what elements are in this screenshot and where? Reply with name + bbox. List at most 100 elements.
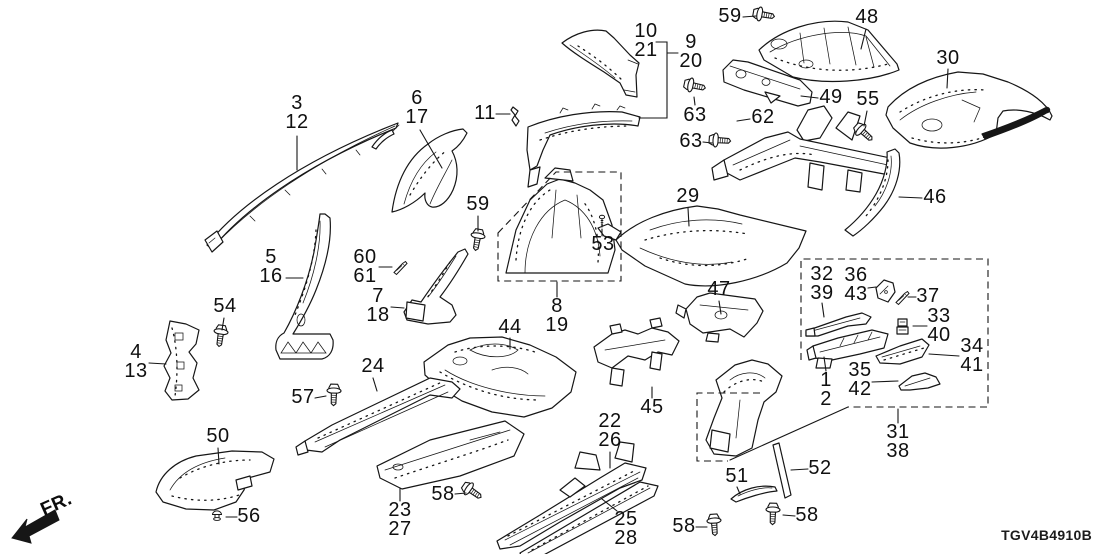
part-strap-51 [730,485,778,503]
callout-63-lower: 63 [679,131,702,151]
callout-number: 10 [634,20,658,42]
callout-number: 40 [927,324,951,346]
part-roof-rail-lower-9-20 [526,103,641,188]
clip-37-icon [895,291,910,305]
callout-number: 24 [361,355,385,377]
part-quarter-panel-6-17 [371,128,468,213]
callout-number: 16 [259,265,283,287]
callout-59-top: 59 [718,5,742,27]
callout-number: 42 [848,378,872,400]
callout-number: 31 [886,421,910,443]
part-garnish-34-41 [875,338,930,365]
callout-49: 49 [819,86,843,108]
bolt-57-icon [325,383,342,407]
callout-number: 53 [591,233,615,255]
callout-55: 55 [856,89,879,109]
callout-52: 52 [808,457,832,479]
part-rod-52 [772,442,792,499]
callout-46: 46 [923,187,946,207]
part-front-pillar-lower-4-13 [163,320,200,401]
part-rear-wheelhouse-lower [705,359,783,457]
group-box-31-38 [729,258,989,461]
callout-number: 59 [466,193,490,215]
bolt-63-upper-icon [682,76,708,96]
callout-number: 58 [431,483,455,505]
callout-number: 30 [936,47,960,69]
callout-59-mid: 59 [466,193,490,215]
callout-number: 28 [614,527,638,549]
callout-30: 30 [936,47,960,69]
clip-60-61-icon [393,261,408,275]
callout-63-upper: 63 [683,105,706,125]
callout-51: 51 [725,466,748,486]
part-garnish-35-42 [898,372,941,391]
part-clip-11 [510,106,520,127]
part-parcel-shelf-48 [758,20,900,83]
bolt-58-bottom-right-icon [764,502,781,526]
part-pillar-lower-7-18 [403,248,469,325]
leader-lines [148,15,960,528]
fr-label: FR. [37,488,75,520]
callout-number: 19 [545,314,569,336]
part-floor-panel-23-27 [376,420,525,490]
callout-number: 61 [353,265,377,287]
callout-number: 48 [855,6,879,28]
callout-number: 37 [916,285,940,307]
group-box-wheelhouse [696,392,760,462]
callout-number: 3 [291,92,303,114]
callout-number: 17 [405,106,429,128]
bolt-58-bottom-left-icon [705,513,723,537]
nut-56-icon [212,510,222,521]
callout-number: 35 [848,359,872,381]
bolt-59-mid-icon [468,227,487,253]
part-sill-strip-32-39 [805,312,872,337]
callout-number: 56 [237,505,261,527]
callout-number: 59 [718,5,742,27]
callout-number: 58 [672,515,696,537]
callout-number: 47 [707,278,731,300]
callout-number: 8 [551,295,563,317]
callout-number: 38 [886,440,910,462]
callout-number: 39 [810,282,834,304]
part-frame-rail-46 [844,148,901,237]
callout-number: 60 [353,246,377,268]
callout-53: 53 [591,233,615,255]
drawing-code: TGV4B4910B [1001,527,1092,543]
callout-number: 23 [388,499,412,521]
callout-number: 44 [498,316,522,338]
callout-number: 58 [795,504,819,526]
callout-number: 57 [291,386,315,408]
part-crossmember-45 [593,317,680,387]
callout-number: 9 [685,31,697,53]
callout-number: 6 [411,87,423,109]
callout-number: 21 [634,39,658,61]
callout-number: 49 [819,86,843,108]
callout-11: 11 [474,103,496,123]
callout-number: 26 [598,429,622,451]
part-roof-side-rail-3-12 [204,122,400,253]
callout-number: 52 [808,457,832,479]
callout-56: 56 [237,505,261,527]
part-front-floor-44 [423,336,577,418]
callout-number: 20 [679,50,703,72]
callout-57: 57 [291,386,315,408]
part-rear-roof-rail-10-21 [561,29,640,98]
part-rear-floor-29 [597,205,807,287]
bolt-58-mid-icon [458,478,486,504]
callout-24: 24 [361,355,385,377]
part-heat-shield-50 [155,450,275,511]
callout-number: 29 [676,185,700,207]
